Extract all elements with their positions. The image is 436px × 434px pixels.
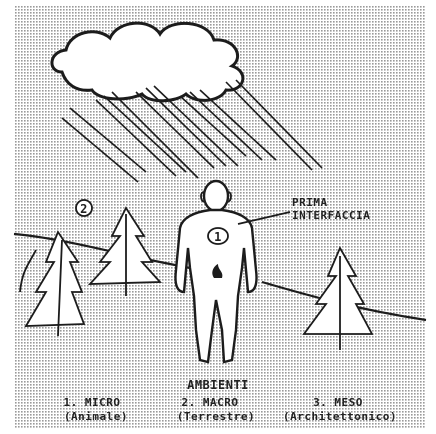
environment-1-number: 1. MICRO	[64, 396, 121, 409]
marker-body: 1	[208, 228, 228, 244]
environment-1-type: (Animale)	[64, 410, 128, 423]
marker-sky-number: 2	[80, 202, 88, 216]
marker-sky: 2	[76, 200, 92, 216]
environment-2-type: (Terrestre)	[177, 410, 255, 423]
interface-label-line2: INTERFACCIA	[292, 209, 370, 222]
environment-3-number: 3. MESO	[313, 396, 363, 409]
environments-heading: AMBIENTI	[187, 378, 249, 392]
interface-label-line1: PRIMA	[292, 196, 328, 209]
environment-2-number: 2. MACRO	[182, 396, 239, 409]
environment-3-type: (Architettonico)	[283, 410, 397, 423]
marker-body-number: 1	[214, 230, 222, 244]
